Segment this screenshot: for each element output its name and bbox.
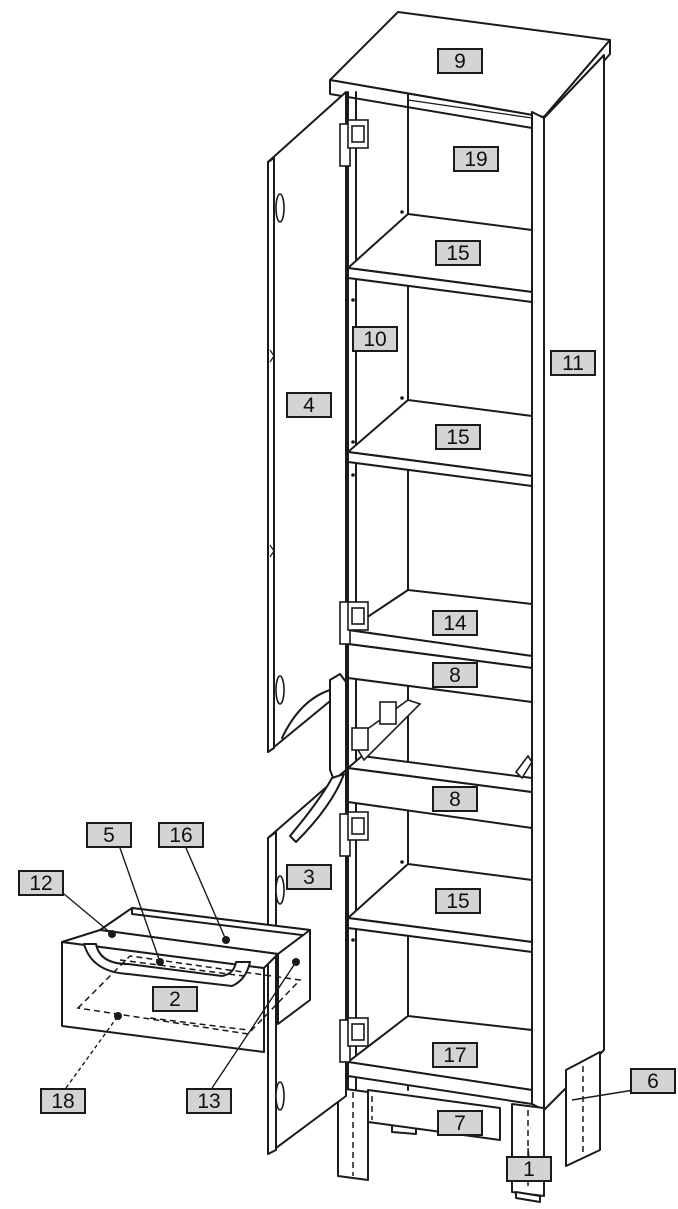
upper-door bbox=[267, 91, 347, 753]
label-part-19: 19 bbox=[453, 146, 499, 172]
label-part-11: 11 bbox=[550, 350, 596, 376]
label-part-15-top: 15 bbox=[435, 240, 481, 266]
hinge-bottom bbox=[339, 1017, 369, 1063]
label-part-3: 3 bbox=[286, 864, 332, 890]
label-part-8-lower: 8 bbox=[432, 786, 478, 812]
drawer-runner-left bbox=[350, 699, 422, 762]
label-part-17: 17 bbox=[432, 1042, 478, 1068]
label-part-7: 7 bbox=[437, 1110, 483, 1136]
label-part-8-upper: 8 bbox=[432, 662, 478, 688]
leader-lines bbox=[63, 847, 635, 1169]
label-part-4: 4 bbox=[286, 392, 332, 418]
right-side-panel bbox=[531, 54, 605, 1111]
lower-door bbox=[267, 673, 347, 1155]
label-part-18: 18 bbox=[40, 1088, 86, 1114]
label-part-1: 1 bbox=[506, 1156, 552, 1182]
drawer-handle-cutout bbox=[289, 773, 345, 843]
label-part-6: 6 bbox=[630, 1068, 676, 1094]
label-part-15-middle: 15 bbox=[435, 424, 481, 450]
label-part-16: 16 bbox=[158, 822, 204, 848]
label-part-10: 10 bbox=[352, 326, 398, 352]
drawer-runner-right bbox=[514, 754, 533, 780]
label-part-14: 14 bbox=[432, 610, 478, 636]
label-part-13: 13 bbox=[186, 1088, 232, 1114]
hinge-top bbox=[339, 119, 369, 167]
label-part-9: 9 bbox=[437, 48, 483, 74]
label-part-15-bottom: 15 bbox=[435, 888, 481, 914]
hinge-middle bbox=[339, 601, 369, 645]
hinge-lower bbox=[339, 811, 369, 857]
label-part-2: 2 bbox=[152, 986, 198, 1012]
label-part-12: 12 bbox=[18, 870, 64, 896]
label-part-5: 5 bbox=[86, 822, 132, 848]
